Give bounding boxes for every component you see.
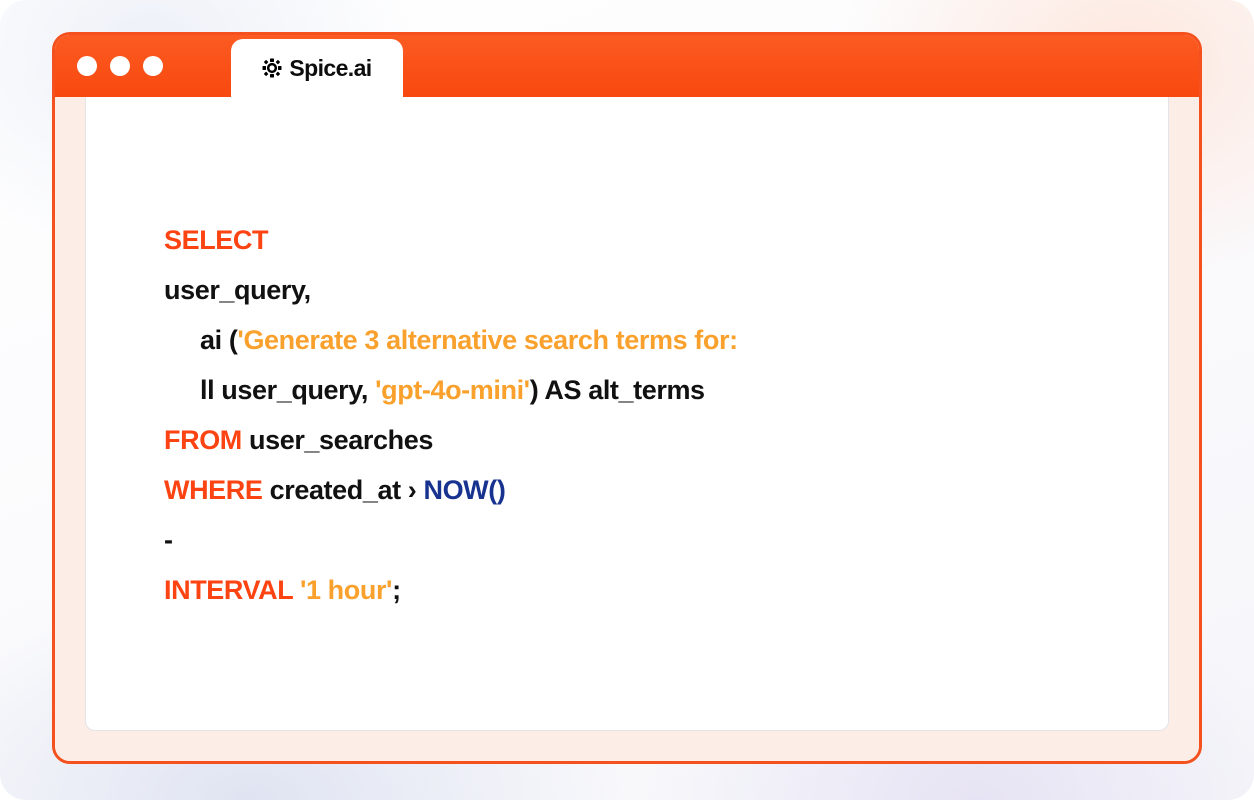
- code-line: user_query,: [164, 265, 1168, 315]
- window-frame: SELECT user_query,ai ('Generate 3 alterna…: [55, 97, 1199, 761]
- code-line: INTERVAL '1 hour';: [164, 565, 1168, 615]
- code-token-string: 'gpt-4o-mini': [375, 375, 530, 405]
- code-token-function: NOW(): [423, 475, 506, 505]
- browser-tab-spice-ai[interactable]: Spice.ai: [231, 39, 403, 97]
- traffic-light-buttons: [77, 56, 163, 76]
- minimize-window-button[interactable]: [110, 56, 130, 76]
- code-token-plain: user_searches: [241, 425, 433, 455]
- code-token-keyword: WHERE: [164, 475, 263, 505]
- code-token-string: '1 hour': [299, 575, 393, 605]
- code-token-plain: ll user_query,: [200, 375, 376, 405]
- spice-cog-icon: [262, 58, 282, 78]
- code-line: ll user_query, 'gpt-4o-mini') AS alt_ter…: [164, 365, 1168, 415]
- code-token-plain: -: [164, 525, 173, 555]
- code-line: SELECT: [164, 215, 1168, 265]
- code-token-plain: user_query,: [164, 275, 311, 305]
- code-token-string: 'Generate 3 alternative search terms for…: [237, 325, 738, 355]
- close-window-button[interactable]: [77, 56, 97, 76]
- code-token-plain: ) AS alt_terms: [529, 375, 705, 405]
- code-token-plain: ;: [392, 575, 401, 605]
- browser-window: Spice.ai SELECT user_query,ai ('Generate …: [52, 32, 1202, 764]
- code-line: ai ('Generate 3 alternative search terms…: [164, 315, 1168, 365]
- browser-tab-title: Spice.ai: [289, 54, 372, 81]
- code-token-plain: ai (: [200, 325, 238, 355]
- window-titlebar: Spice.ai: [55, 35, 1199, 97]
- page-content: SELECT user_query,ai ('Generate 3 alterna…: [85, 97, 1169, 731]
- code-token-keyword: INTERVAL: [164, 575, 300, 605]
- maximize-window-button[interactable]: [143, 56, 163, 76]
- code-line: -: [164, 515, 1168, 565]
- sql-code-block[interactable]: SELECT user_query,ai ('Generate 3 alterna…: [164, 215, 1168, 615]
- code-line: FROM user_searches: [164, 415, 1168, 465]
- code-token-plain: created_at ›: [262, 475, 424, 505]
- code-token-keyword: SELECT: [164, 225, 269, 255]
- code-token-keyword: FROM: [164, 425, 242, 455]
- code-line: WHERE created_at › NOW(): [164, 465, 1168, 515]
